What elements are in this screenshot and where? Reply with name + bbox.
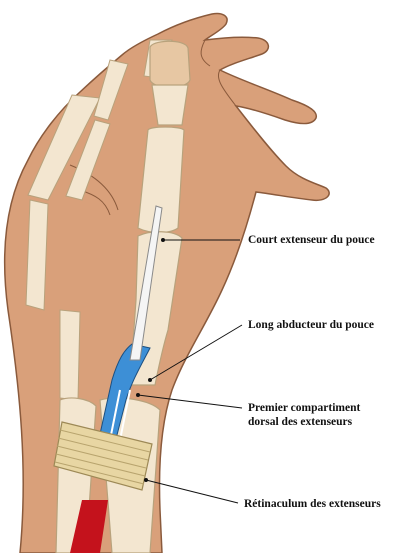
thumb-nail [150,41,190,87]
label-court-extenseur: Court extenseur du pouce [248,233,375,247]
distal-phalanx [152,85,188,125]
label-premier-line2: dorsal des extenseurs [248,415,360,429]
label-retinaculum: Rétinaculum des extenseurs [244,497,381,511]
label-premier-compartiment: Premier compartiment dorsal des extenseu… [248,401,360,429]
label-long-abducteur: Long abducteur du pouce [248,318,374,332]
label-premier-line1: Premier compartiment [248,401,360,415]
